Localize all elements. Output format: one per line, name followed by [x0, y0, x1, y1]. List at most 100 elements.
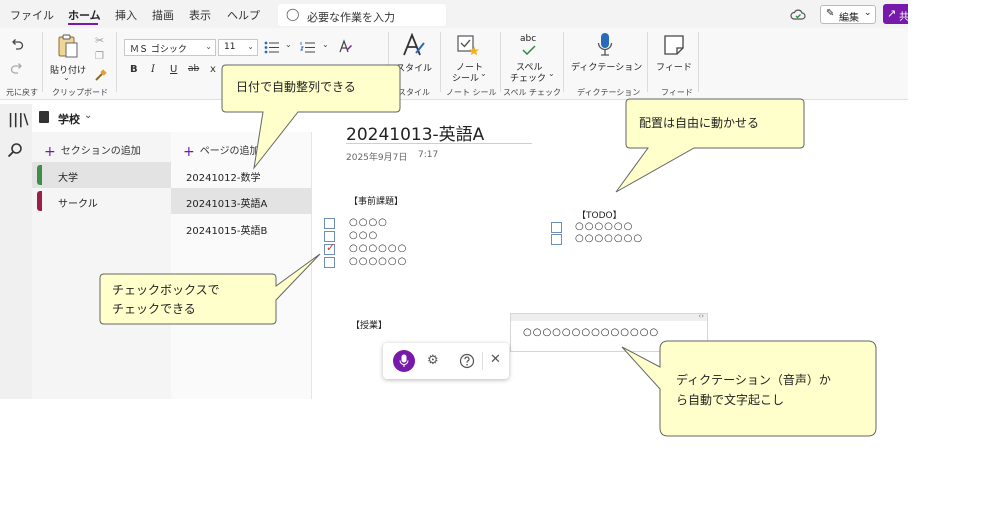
chevron-down-icon: ⌄	[864, 8, 872, 18]
menu-help[interactable]: ヘルプ	[227, 9, 260, 22]
feed-icon[interactable]	[663, 34, 685, 56]
lecture-heading[interactable]: 【授業】	[351, 321, 388, 331]
task-item[interactable]: ○○○○○○	[349, 243, 408, 254]
todo-item[interactable]: ○○○○○○	[575, 221, 634, 232]
numbering-icon[interactable]	[300, 41, 316, 54]
add-section-button[interactable]: +セクションの追加	[44, 142, 141, 160]
todo-checkbox[interactable]	[551, 234, 562, 245]
note-tag-icon[interactable]	[456, 33, 480, 57]
font-name-value: ＭＳ ゴシック	[130, 45, 187, 55]
ribbon-divider	[440, 32, 441, 92]
tags-group-label: ノート シール	[446, 88, 497, 97]
page-title[interactable]: 20241013-英語A	[346, 125, 485, 145]
notebook-name: 学校	[58, 113, 80, 126]
dictated-text[interactable]: ○○○○○○○○○○○○○○	[523, 327, 660, 338]
edit-mode-button[interactable]: ✎ 編集 ⌄	[820, 5, 876, 24]
spell-check-label[interactable]: スペル	[516, 63, 543, 73]
styles-button-label[interactable]: スタイル	[396, 64, 433, 74]
share-button[interactable]: ↗ 共	[883, 4, 908, 24]
styles-icon[interactable]	[402, 33, 426, 59]
section-item-circle[interactable]: サークル	[32, 188, 171, 214]
note-tag-label[interactable]: ノート	[456, 63, 484, 73]
section-color-tab	[37, 191, 42, 211]
lightbulb-icon: ◯	[286, 7, 300, 21]
numbering-chevron-icon[interactable]: ⌄	[322, 40, 329, 49]
chevron-down-icon: ⌄	[247, 42, 254, 51]
todo-checkbox[interactable]	[324, 257, 335, 268]
ribbon-divider	[42, 32, 43, 92]
page-item-active[interactable]: 20241013-英語A	[171, 188, 312, 214]
format-painter-icon[interactable]	[94, 69, 108, 83]
notebooks-library-icon[interactable]: |||\	[8, 112, 29, 128]
task-item[interactable]: ○○○○○○	[349, 256, 408, 267]
copy-icon[interactable]: ❐	[95, 51, 104, 62]
dictation-note-container[interactable]: ‹› ○○○○○○○○○○○○○○	[510, 312, 708, 352]
bold-button[interactable]: B	[130, 64, 138, 75]
section-item-daigaku[interactable]: 大学	[32, 162, 171, 188]
pre-assignment-heading[interactable]: 【事前課題】	[349, 197, 404, 207]
note-tag-label-2[interactable]: シール	[452, 74, 480, 84]
strikethrough-button[interactable]: ab	[188, 64, 200, 74]
dictation-mic-button[interactable]	[393, 350, 415, 372]
font-name-select[interactable]: ＭＳ ゴシック ⌄	[124, 39, 216, 56]
spell-check-label-2[interactable]: チェック	[510, 74, 547, 84]
todo-checkbox[interactable]	[324, 231, 335, 242]
notebook-selector[interactable]: 学校 ⌄	[32, 104, 312, 132]
undo-icon[interactable]	[10, 37, 24, 51]
chevron-down-icon: ⌄	[205, 42, 212, 51]
underline-button[interactable]: U	[170, 64, 178, 75]
share-icon: ↗	[887, 7, 897, 20]
spell-chevron-icon[interactable]: ⌄	[548, 69, 555, 78]
ribbon-divider	[500, 32, 501, 92]
help-icon[interactable]	[459, 353, 475, 369]
paste-button-label[interactable]: 貼り付け	[50, 66, 87, 76]
share-label: 共	[899, 12, 908, 23]
page-date: 2025年9月7日	[346, 153, 408, 163]
tell-me-search[interactable]: ◯ 必要な作業を入力	[278, 4, 446, 26]
bullets-chevron-icon[interactable]: ⌄	[285, 40, 292, 49]
page-item[interactable]: 20241012-数学	[171, 162, 312, 188]
todo-item[interactable]: ○○○○○○○	[575, 233, 644, 244]
paste-chevron-icon[interactable]: ⌄	[63, 73, 70, 82]
task-item[interactable]: ○○○○	[349, 217, 388, 228]
menu-view[interactable]: 表示	[189, 9, 211, 22]
sync-cloud-icon[interactable]	[790, 8, 806, 20]
todo-heading[interactable]: 【TODO】	[577, 211, 622, 221]
add-section-label: セクションの追加	[60, 146, 141, 157]
close-icon[interactable]: ✕	[490, 352, 501, 367]
subscript-button[interactable]: x	[210, 64, 216, 75]
spell-check-icon[interactable]	[522, 45, 536, 55]
page-item[interactable]: 20241015-英語B	[171, 215, 312, 241]
italic-button[interactable]: I	[151, 64, 155, 75]
microphone-icon[interactable]	[597, 32, 613, 58]
menu-file[interactable]: ファイル	[10, 9, 54, 22]
menu-draw[interactable]: 描画	[152, 9, 174, 22]
search-prompt: 必要な作業を入力	[307, 11, 395, 24]
dictation-button-label[interactable]: ディクテーション	[571, 63, 643, 73]
todo-checkbox-checked[interactable]: ✓	[324, 241, 335, 255]
ribbon: 元に戻す 貼り付け ⌄ ✂ ❐ クリップボード ＭＳ ゴシック ⌄ 11 ⌄	[0, 28, 908, 100]
notebook-icon	[39, 111, 49, 123]
font-size-select[interactable]: 11 ⌄	[218, 39, 258, 56]
resize-arrows-icon[interactable]: ‹›	[698, 312, 704, 320]
redo-icon[interactable]	[10, 61, 24, 75]
paste-clipboard-icon[interactable]	[57, 33, 79, 59]
cut-icon[interactable]: ✂	[95, 34, 105, 47]
bullets-icon[interactable]	[264, 41, 280, 54]
menu-insert[interactable]: 挿入	[115, 9, 137, 22]
todo-checkbox[interactable]	[551, 222, 562, 233]
todo-checkbox[interactable]	[324, 218, 335, 229]
note-tag-chevron-icon[interactable]: ⌄	[480, 69, 487, 78]
gear-icon[interactable]: ⚙	[427, 353, 439, 368]
note-container-handle[interactable]	[511, 314, 707, 321]
add-page-button[interactable]: +ページの追加	[183, 142, 260, 160]
page-name: 20241012-数学	[186, 173, 261, 184]
feed-button-label[interactable]: フィード	[656, 63, 692, 73]
plus-icon: +	[183, 144, 195, 160]
menu-home[interactable]: ホーム	[68, 9, 101, 22]
page-time: 7:17	[418, 150, 439, 160]
task-item[interactable]: ○○○	[349, 230, 379, 241]
microphone-icon	[399, 354, 409, 367]
clear-formatting-icon[interactable]	[338, 39, 353, 54]
search-icon[interactable]	[7, 142, 23, 158]
